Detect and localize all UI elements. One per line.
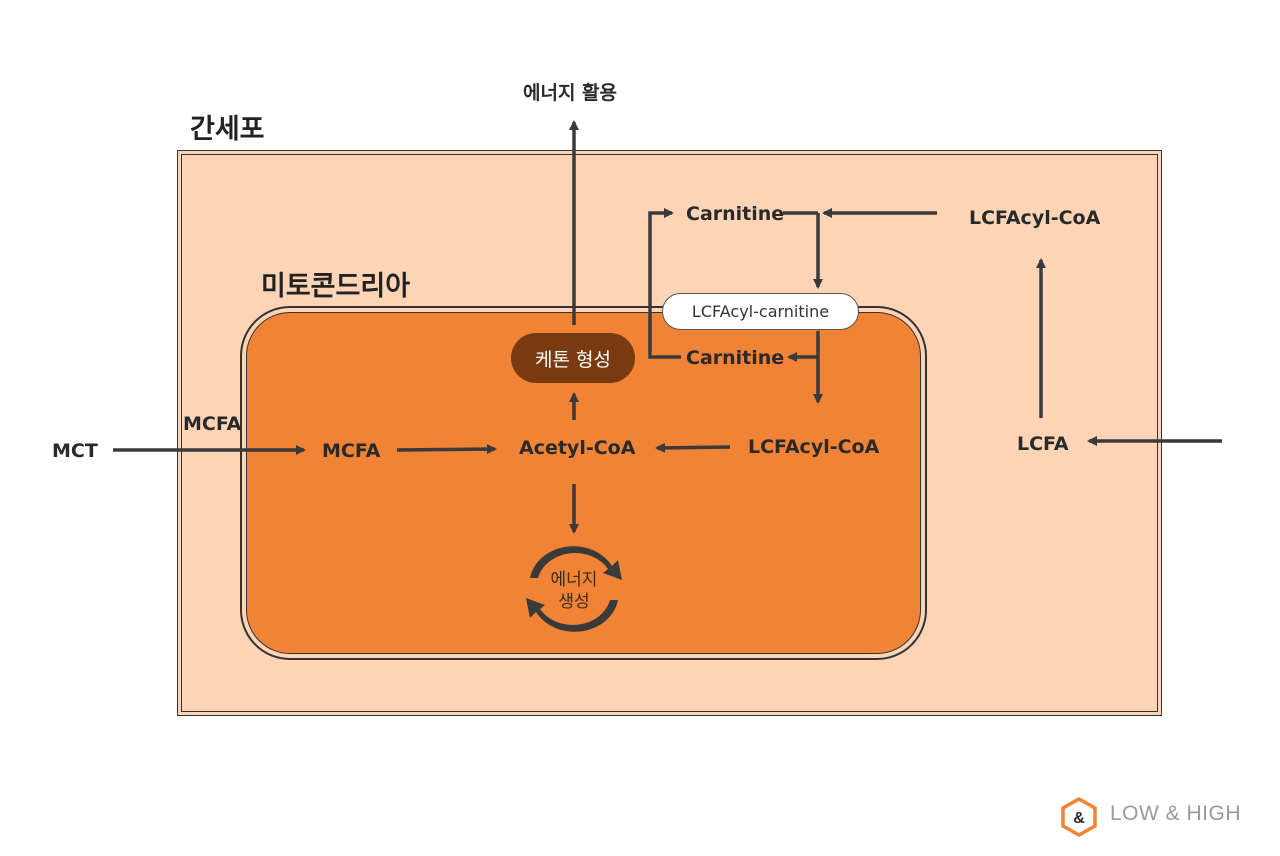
lcfacyl-carnitine-node: LCFAcyl-carnitine [662,293,859,330]
energy-use-label: 에너지 활용 [523,82,618,104]
arrow-mcfa-to-acetylcoa [396,444,497,455]
lcfacyl-coa-inner-label: LCFAcyl-CoA [748,436,880,458]
mitochondria-title: 미토콘드리아 [261,271,411,302]
lcfacyl-coa-outer-label: LCFAcyl-CoA [969,207,1101,229]
energy-production-line2: 생성 [558,592,590,612]
mct-label: MCT [52,440,98,462]
carnitine-inner-label: Carnitine [686,347,785,369]
logo-symbol: & [1073,810,1085,827]
mcfa-outer-label: MCFA [183,413,242,435]
liver-cell-title: 간세포 [190,114,265,145]
lcfa-label: LCFA [1017,433,1069,455]
energy-cycle-icon [526,546,622,632]
logo-hexagon-icon: & [1061,797,1097,837]
acetyl-coa-label: Acetyl-CoA [519,437,636,459]
mcfa-inner-label: MCFA [322,440,381,462]
carnitine-top-label: Carnitine [686,203,785,225]
logo-text: LOW & HIGH [1110,802,1242,825]
liver-cell-inner-border [181,154,1158,712]
arrow-lcfacylcoa-to-acetylcoa [655,442,731,453]
energy-production-line1: 에너지 [550,570,598,590]
arrow-carnitine-recycle [648,208,681,359]
energy-production-label: 에너지 생성 [536,569,612,613]
ketone-formation-node: 케톤 형성 [511,333,635,383]
